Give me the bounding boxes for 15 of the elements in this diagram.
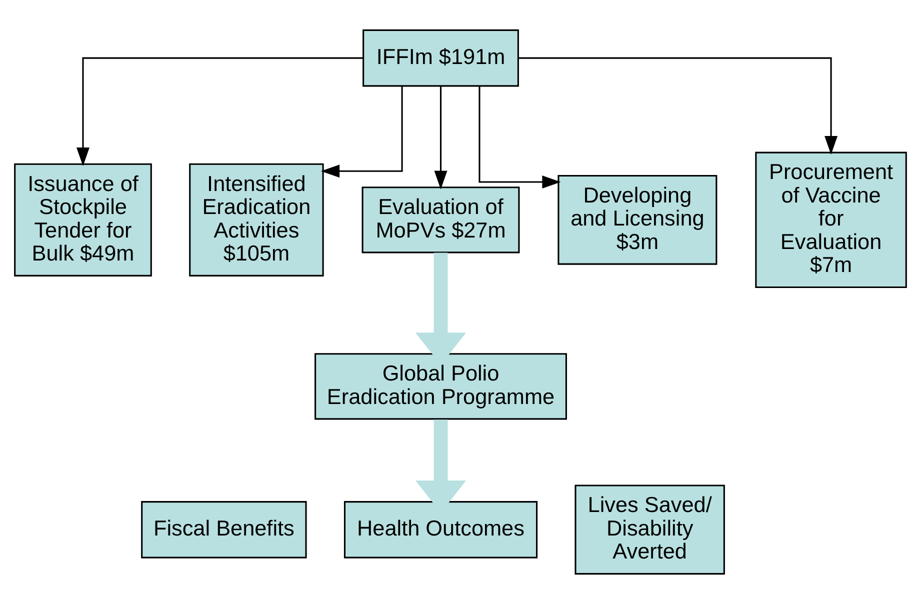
node-box: Health Outcomes xyxy=(344,501,538,558)
node-box: Lives Saved/ Disability Averted xyxy=(574,484,725,575)
node-box: Global Polio Eradication Programme xyxy=(314,353,567,420)
arrow xyxy=(518,57,838,155)
node-box: Procurement of Vaccine for Evaluation $7m xyxy=(755,152,907,288)
arrow xyxy=(434,86,448,190)
node-box: Issuance of Stockpile Tender for Bulk $49m xyxy=(14,163,152,276)
node-box: Intensified Eradication Activities $105m xyxy=(189,163,324,276)
node-box: IFFIm $191m xyxy=(362,29,519,87)
node-box: Evaluation of MoPVs $27m xyxy=(362,186,520,254)
arrow xyxy=(76,57,364,166)
arrow xyxy=(478,86,561,188)
node-box: Fiscal Benefits xyxy=(141,501,307,558)
arrow xyxy=(320,86,403,178)
node-box: Developing and Licensing $3m xyxy=(558,175,718,265)
